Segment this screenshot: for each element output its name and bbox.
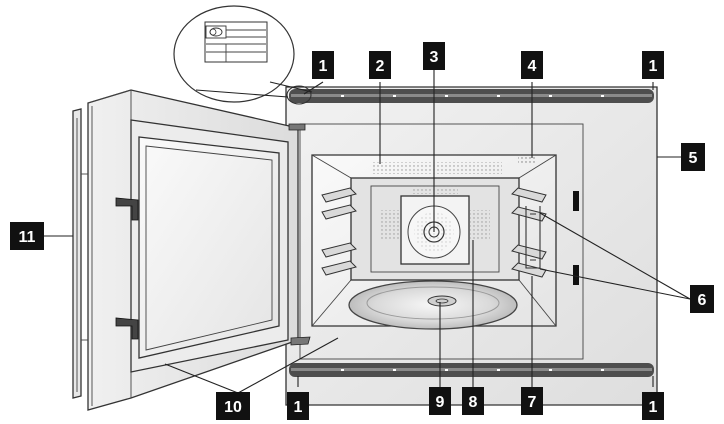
top-vent-rail bbox=[289, 89, 654, 103]
svg-text:8: 8 bbox=[469, 394, 478, 411]
door-latch-slot-upper bbox=[573, 191, 579, 211]
callout-8: 8 bbox=[462, 387, 484, 415]
oven-cavity bbox=[311, 154, 557, 330]
callout-6: 6 bbox=[690, 285, 714, 313]
svg-text:1: 1 bbox=[294, 399, 303, 416]
callout-1-bottom-left: 1 bbox=[287, 392, 309, 420]
svg-text:1: 1 bbox=[319, 58, 328, 75]
cavity-lamp-vent bbox=[518, 157, 536, 165]
cavity-top-vent bbox=[372, 162, 502, 174]
svg-text:11: 11 bbox=[19, 229, 36, 246]
callout-10: 10 bbox=[216, 392, 250, 420]
rating-label-location bbox=[286, 85, 312, 105]
door-hinge-bottom bbox=[290, 336, 311, 346]
callout-1-top-right: 1 bbox=[642, 51, 664, 79]
svg-text:4: 4 bbox=[528, 58, 537, 75]
svg-text:7: 7 bbox=[528, 394, 537, 411]
svg-text:1: 1 bbox=[649, 399, 658, 416]
turntable-coupler bbox=[427, 295, 457, 307]
leader-lines bbox=[44, 70, 691, 394]
back-wall-perforation-right bbox=[470, 210, 490, 240]
rating-label-magnifier bbox=[173, 5, 313, 105]
svg-text:5: 5 bbox=[689, 150, 698, 167]
back-wall-perforation-left bbox=[380, 210, 400, 240]
door-latch-slot-lower bbox=[573, 265, 579, 285]
left-shelf-runners bbox=[321, 187, 357, 276]
svg-text:10: 10 bbox=[224, 399, 242, 416]
back-wall-perforation-top bbox=[412, 186, 458, 194]
svg-text:3: 3 bbox=[430, 49, 439, 66]
svg-text:1: 1 bbox=[649, 58, 658, 75]
right-shelf-runners bbox=[511, 187, 547, 278]
callout-1-label-plate: 1 bbox=[312, 51, 334, 79]
callout-1-bottom-right: 1 bbox=[642, 392, 664, 420]
door-latch-hook-lower bbox=[115, 317, 139, 340]
door-hinge-top bbox=[288, 123, 306, 131]
callout-2: 2 bbox=[369, 51, 391, 79]
door-latch-hook-upper bbox=[115, 197, 139, 221]
callout-9: 9 bbox=[429, 387, 451, 415]
svg-text:9: 9 bbox=[436, 394, 445, 411]
open-door bbox=[72, 89, 311, 411]
wire-rack-side bbox=[525, 206, 541, 269]
callout-7: 7 bbox=[521, 387, 543, 415]
callout-3: 3 bbox=[423, 42, 445, 70]
svg-text:6: 6 bbox=[698, 292, 707, 309]
door-window bbox=[138, 136, 280, 359]
callout-4: 4 bbox=[521, 51, 543, 79]
bottom-vent-rail bbox=[289, 363, 654, 377]
callout-11: 11 bbox=[10, 222, 44, 250]
svg-text:2: 2 bbox=[376, 58, 385, 75]
callout-5: 5 bbox=[681, 143, 705, 171]
